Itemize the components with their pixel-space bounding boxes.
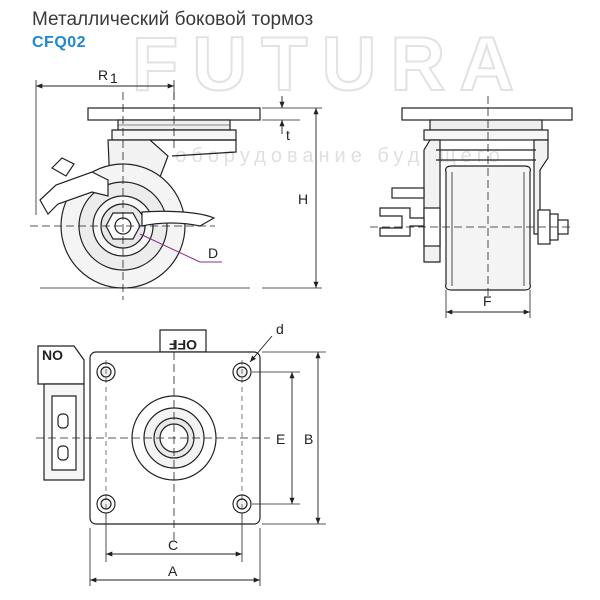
label-F: F <box>483 293 492 309</box>
top-view <box>36 329 326 586</box>
side-view <box>30 80 322 300</box>
label-A: A <box>168 563 178 579</box>
watermark-tagline: оборудование будущего <box>175 145 505 167</box>
label-B: B <box>304 431 313 447</box>
page-title: Металлический боковой тормоз <box>32 9 314 30</box>
label-off: OFF <box>169 337 197 353</box>
label-E: E <box>276 431 285 447</box>
label-C: C <box>168 537 178 553</box>
watermark: FUTURA оборудование будущего <box>131 21 528 167</box>
pedal-on <box>37 345 85 385</box>
label-R1: R <box>98 67 108 83</box>
label-on: NO <box>42 347 63 363</box>
product-code: CFQ02 <box>32 34 87 51</box>
label-t: t <box>286 127 290 143</box>
label-H: H <box>298 191 308 207</box>
watermark-brand: FUTURA <box>132 22 528 107</box>
brake-lever <box>39 171 109 215</box>
front-view <box>370 96 574 318</box>
label-R1-sub: 1 <box>110 70 118 86</box>
label-D: D <box>208 245 218 261</box>
label-d: d <box>276 321 284 337</box>
